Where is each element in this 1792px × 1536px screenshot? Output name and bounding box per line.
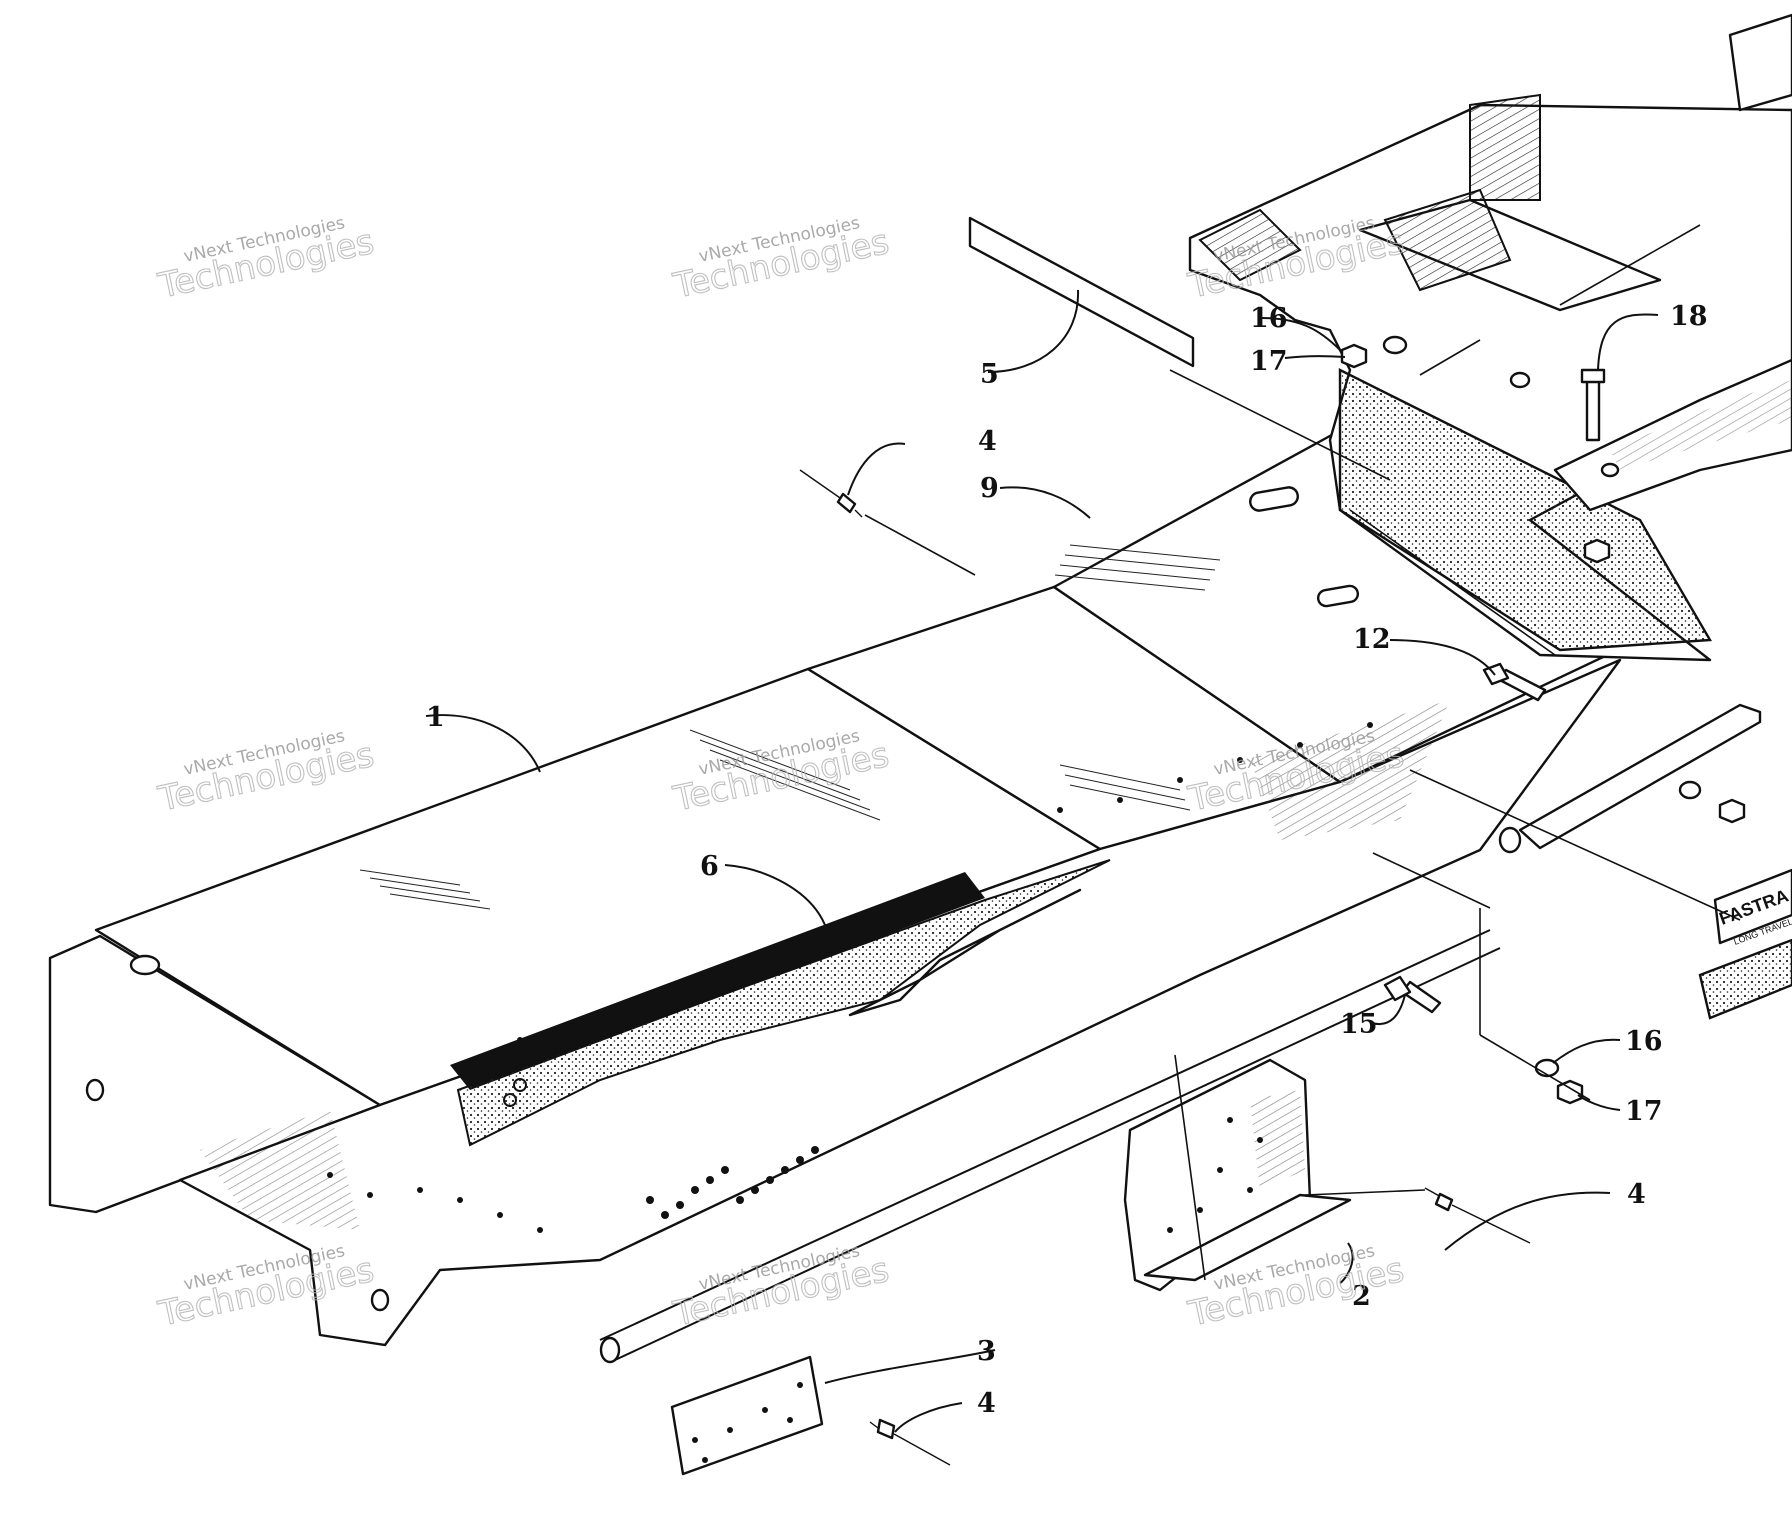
callout-17-lower: 17	[1625, 1096, 1663, 1127]
bracket-shading	[1250, 1090, 1305, 1190]
deck-hole	[129, 954, 161, 976]
nut-17-upper	[1340, 343, 1368, 369]
pull-handle-tube	[1518, 703, 1762, 850]
callout-4-middle: 4	[1627, 1179, 1646, 1210]
callout-9: 9	[980, 473, 999, 504]
bracket-2	[1123, 1058, 1352, 1292]
tunnel-decal	[450, 859, 1111, 1147]
assembly-lines	[864, 224, 1741, 1281]
side-mount-hole	[370, 1288, 390, 1312]
plate-body	[670, 1355, 824, 1476]
callout-16-upper: 16	[1250, 303, 1288, 334]
rivet-4-middle	[1424, 1187, 1531, 1244]
watermark: vNext Technologies Technologies	[154, 213, 378, 307]
bumper-handle-grip	[1610, 380, 1792, 470]
bumper-latch-plate	[1383, 188, 1512, 292]
plate-rivets	[692, 1382, 803, 1463]
deck-shading	[359, 544, 1221, 910]
nut-17-lower	[1556, 1079, 1584, 1105]
rear-bumper-assembly	[1188, 13, 1792, 662]
flap-strip	[968, 216, 1195, 368]
callout-15: 15	[1340, 1009, 1378, 1040]
callout-1: 1	[426, 702, 445, 733]
pull-handle-end	[1498, 826, 1522, 854]
bolt-18	[1585, 378, 1601, 442]
decal-zigzag	[848, 888, 1082, 1017]
callouts: 1 2 3 4 4 4 5 6 9 12 15 16 16 17 17 18	[426, 301, 1708, 1419]
callout-12: 12	[1353, 624, 1391, 655]
bumper-bolt-hole	[1600, 462, 1620, 478]
bolt-18-head	[1580, 368, 1606, 384]
leader-lines	[425, 289, 1659, 1433]
right-side-shading	[1250, 700, 1450, 840]
reflector	[1698, 938, 1792, 1020]
rear-side-shading	[200, 1110, 360, 1230]
bumper-bolt-hole	[1509, 371, 1531, 389]
callout-5: 5	[980, 359, 999, 390]
bracket-foot	[1143, 1193, 1352, 1282]
bumper-side-wall	[1469, 93, 1541, 201]
fastrac-decal-plate	[1713, 868, 1792, 945]
callout-17-upper: 17	[1250, 346, 1288, 377]
callout-3: 3	[977, 1336, 996, 1367]
bolt-15-head	[1383, 975, 1412, 1002]
washer-right	[1678, 780, 1702, 800]
watermark: vNext Technologies Technologies	[154, 726, 378, 820]
callout-18: 18	[1670, 301, 1708, 332]
washer-16-upper	[1382, 335, 1408, 355]
running-board-top	[599, 929, 1491, 1341]
bracket-rivets	[1167, 1117, 1263, 1233]
callout-4-lower: 4	[977, 1388, 996, 1419]
callout-2: 2	[1352, 1281, 1371, 1312]
deck-slot	[1316, 584, 1360, 608]
bumper-end-cap	[1198, 208, 1302, 282]
watermark: vNext Technologies Technologies	[669, 213, 893, 307]
fastrac-decal: FASTRA LONG TRAVEL	[1713, 868, 1792, 947]
plate-3	[670, 1355, 824, 1476]
bumper-housing	[1188, 103, 1792, 662]
running-board-end	[599, 1336, 621, 1364]
rear-mount-hole	[85, 1078, 105, 1102]
deck-slot	[1249, 486, 1299, 512]
watermark: vNext Technologies Technologies	[669, 1241, 893, 1335]
bolt-15	[1400, 980, 1442, 1014]
callout-16-lower: 16	[1625, 1026, 1663, 1057]
nut-right	[1718, 798, 1746, 824]
running-board-bottom	[614, 947, 1501, 1361]
decal-black-stripe	[450, 872, 985, 1090]
callout-4-upper: 4	[978, 426, 997, 457]
rivet-4-upper	[799, 469, 863, 518]
rivet-4-lower	[869, 1418, 951, 1466]
hardware	[1340, 335, 1762, 1105]
nut-upper-right	[1583, 538, 1611, 564]
callout-6: 6	[700, 851, 719, 882]
tunnel-assembly	[48, 423, 1662, 1364]
tail-light-decal	[1728, 13, 1792, 112]
